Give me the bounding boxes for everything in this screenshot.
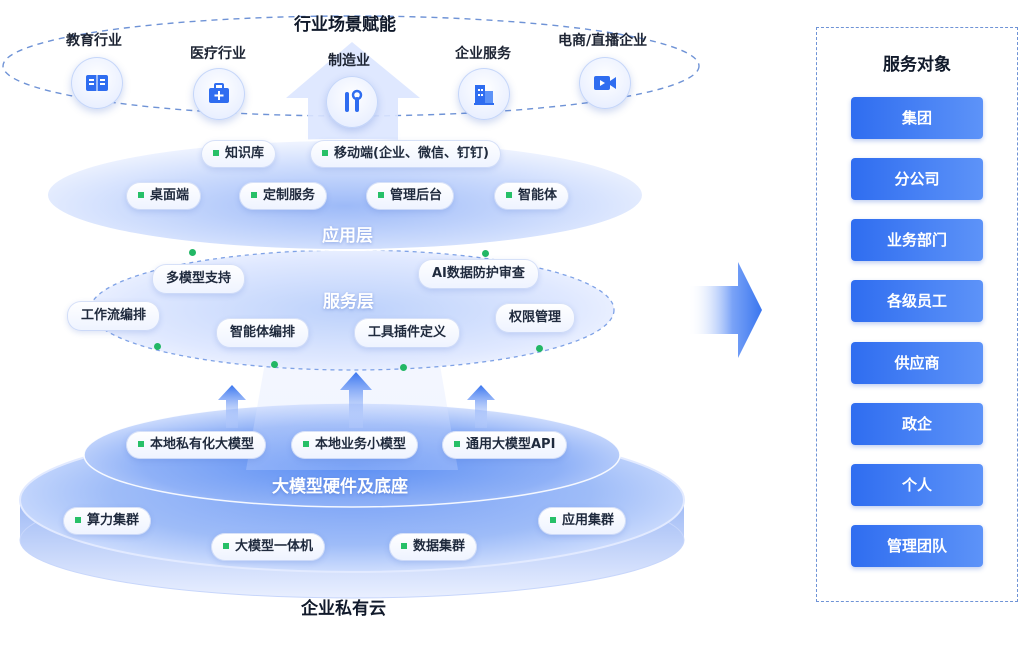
cloud-item-llm-appliance[interactable]: 大模型一体机 bbox=[211, 533, 326, 561]
hw-item-general-api[interactable]: 通用大模型API bbox=[442, 431, 568, 459]
green-square-icon bbox=[138, 191, 144, 198]
green-square-icon bbox=[454, 440, 460, 447]
industry-label-education: 教育行业 bbox=[66, 33, 122, 49]
building-icon bbox=[458, 68, 510, 120]
hardware-layer-title: 大模型硬件及底座 bbox=[272, 477, 408, 497]
connector-dot bbox=[271, 361, 278, 368]
connector-dot bbox=[189, 249, 196, 256]
service-item-ai-data-review[interactable]: AI数据防护审查 bbox=[418, 259, 539, 289]
industry-label-medical: 医疗行业 bbox=[190, 46, 246, 62]
cloud-item-compute-cluster[interactable]: 算力集群 bbox=[63, 507, 152, 535]
app-item-admin[interactable]: 管理后台 bbox=[366, 182, 455, 210]
target-government[interactable]: 政企 bbox=[851, 403, 983, 445]
industry-label-manufacturing: 制造业 bbox=[328, 53, 370, 69]
service-targets-title: 服务对象 bbox=[883, 55, 951, 75]
cloud-item-app-cluster[interactable]: 应用集群 bbox=[538, 507, 627, 535]
green-square-icon bbox=[550, 516, 556, 523]
book-icon bbox=[71, 57, 123, 109]
target-group[interactable]: 集团 bbox=[851, 97, 983, 139]
target-employees[interactable]: 各级员工 bbox=[851, 280, 983, 322]
green-square-icon bbox=[401, 542, 407, 549]
green-square-icon bbox=[138, 440, 144, 447]
connector-dot bbox=[482, 250, 489, 257]
target-suppliers[interactable]: 供应商 bbox=[851, 342, 983, 384]
service-targets-panel: 服务对象 集团 分公司 业务部门 各级员工 供应商 政企 个人 管理团队 bbox=[816, 27, 1018, 602]
green-square-icon bbox=[223, 542, 229, 549]
app-item-knowledge-base[interactable]: 知识库 bbox=[201, 140, 277, 168]
app-item-mobile[interactable]: 移动端(企业、微信、钉钉) bbox=[310, 140, 501, 168]
industry-label-enterprise: 企业服务 bbox=[455, 46, 511, 62]
medical-kit-icon bbox=[193, 68, 245, 120]
app-layer-title: 应用层 bbox=[322, 226, 373, 246]
cloud-layer-title: 企业私有云 bbox=[301, 599, 386, 619]
cloud-item-data-cluster[interactable]: 数据集群 bbox=[389, 533, 478, 561]
target-management[interactable]: 管理团队 bbox=[851, 525, 983, 567]
target-department[interactable]: 业务部门 bbox=[851, 219, 983, 261]
top-title: 行业场景赋能 bbox=[294, 15, 396, 35]
target-branch[interactable]: 分公司 bbox=[851, 158, 983, 200]
tools-icon bbox=[326, 76, 378, 128]
video-icon bbox=[579, 57, 631, 109]
target-individual[interactable]: 个人 bbox=[851, 464, 983, 506]
service-item-workflow[interactable]: 工作流编排 bbox=[67, 301, 161, 331]
service-item-multi-model[interactable]: 多模型支持 bbox=[152, 264, 246, 294]
green-square-icon bbox=[75, 516, 81, 523]
green-square-icon bbox=[322, 149, 328, 156]
connector-dot bbox=[400, 364, 407, 371]
green-square-icon bbox=[213, 149, 219, 156]
service-layer-title: 服务层 bbox=[323, 292, 374, 312]
hw-item-private-llm[interactable]: 本地私有化大模型 bbox=[126, 431, 267, 459]
green-square-icon bbox=[303, 440, 309, 447]
connector-dot bbox=[536, 345, 543, 352]
green-square-icon bbox=[251, 191, 257, 198]
app-item-custom-service[interactable]: 定制服务 bbox=[239, 182, 328, 210]
green-square-icon bbox=[378, 191, 384, 198]
green-square-icon bbox=[506, 191, 512, 198]
app-item-agent[interactable]: 智能体 bbox=[494, 182, 570, 210]
service-item-permission[interactable]: 权限管理 bbox=[495, 303, 576, 333]
app-item-desktop[interactable]: 桌面端 bbox=[126, 182, 202, 210]
service-item-tool-plugin[interactable]: 工具插件定义 bbox=[354, 318, 461, 348]
service-item-agent-orchestration[interactable]: 智能体编排 bbox=[216, 318, 310, 348]
connector-dot bbox=[154, 343, 161, 350]
industry-label-ecommerce: 电商/直播企业 bbox=[558, 33, 648, 49]
hw-item-small-model[interactable]: 本地业务小模型 bbox=[291, 431, 419, 459]
